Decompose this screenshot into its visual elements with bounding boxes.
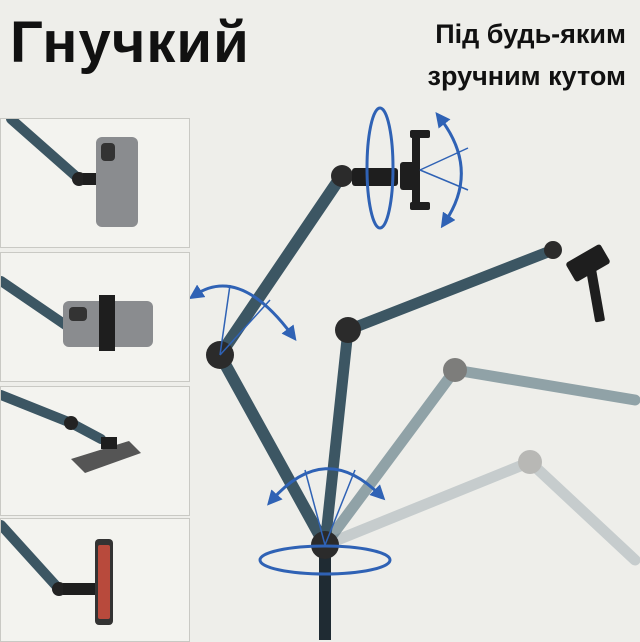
thumbnail-phone-flat <box>0 386 190 516</box>
title: Гнучкий <box>10 10 250 75</box>
subtitle-line-2: зручним кутом <box>427 60 626 91</box>
subtitle-line-1: Під будь-яким <box>435 19 626 49</box>
rotation-arrow-icon <box>188 106 469 576</box>
thumbnail-phone-upright <box>0 118 190 248</box>
thumbnail-phone-horizontal <box>0 252 190 382</box>
thumbnail-phone-vertical <box>0 518 190 642</box>
raised-arm-position <box>319 241 610 551</box>
main-arm <box>206 130 430 559</box>
subtitle: Під будь-яким зручним кутом <box>428 14 626 98</box>
faded-arm-positions <box>319 450 640 566</box>
semi-faded-arm-position <box>319 358 640 551</box>
